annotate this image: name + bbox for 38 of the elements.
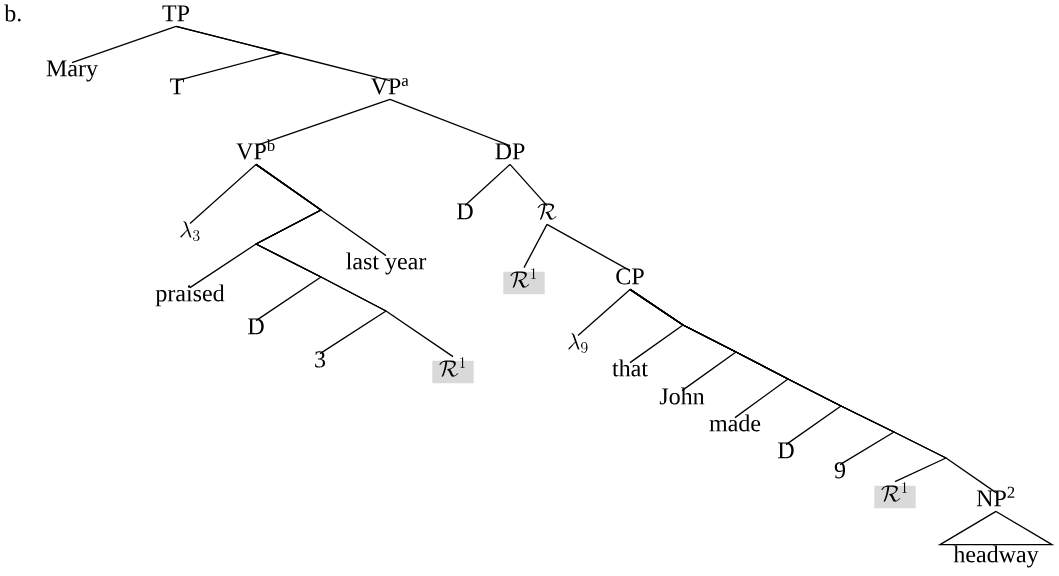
- example-label: b.: [4, 4, 21, 22]
- branch-line: [255, 163, 454, 358]
- node-label: praised: [155, 284, 225, 307]
- node-label: 3: [315, 351, 326, 368]
- node-label: T: [170, 78, 184, 95]
- node-label: D: [457, 203, 473, 220]
- node-label: $\mathcal{R}$: [537, 203, 557, 220]
- node-label: Mary: [46, 60, 98, 82]
- node-label: John: [659, 387, 705, 405]
- branch-line: [71, 25, 177, 64]
- node-label: CP: [616, 268, 644, 285]
- branch-line: [255, 98, 391, 147]
- node-label: VP$^{a}$: [370, 77, 409, 95]
- node-label: D: [778, 442, 794, 459]
- branch-line: [175, 25, 391, 82]
- node-label: made: [709, 414, 761, 432]
- branch-line: [389, 98, 511, 147]
- node-label: NP$^{2}$: [976, 486, 1015, 507]
- node-label: VP$^{b}$: [236, 139, 275, 160]
- node-label: last year: [346, 252, 427, 275]
- node-label: DP: [495, 143, 525, 160]
- branch-line: [546, 223, 631, 272]
- node-label: TP: [162, 5, 190, 22]
- highlighted-label: $\mathcal{R}^{1}$: [503, 268, 545, 295]
- branch-line: [509, 163, 548, 207]
- branch-line: [629, 288, 997, 494]
- branch-line: [577, 288, 631, 337]
- branch-line: [189, 163, 257, 225]
- branch-line: [523, 223, 548, 269]
- highlighted-label: $\mathcal{R}^{1}$: [432, 357, 474, 384]
- branch-line: [464, 163, 511, 207]
- node-label: $\lambda_{3}$: [180, 221, 200, 241]
- node-label: 9: [834, 462, 846, 479]
- node-label: D: [248, 318, 264, 335]
- node-label: headway: [953, 545, 1039, 568]
- node-label: that: [612, 359, 648, 377]
- highlighted-label: $\mathcal{R}^{1}$: [874, 482, 916, 509]
- node-label: $\lambda_{9}$: [568, 333, 588, 353]
